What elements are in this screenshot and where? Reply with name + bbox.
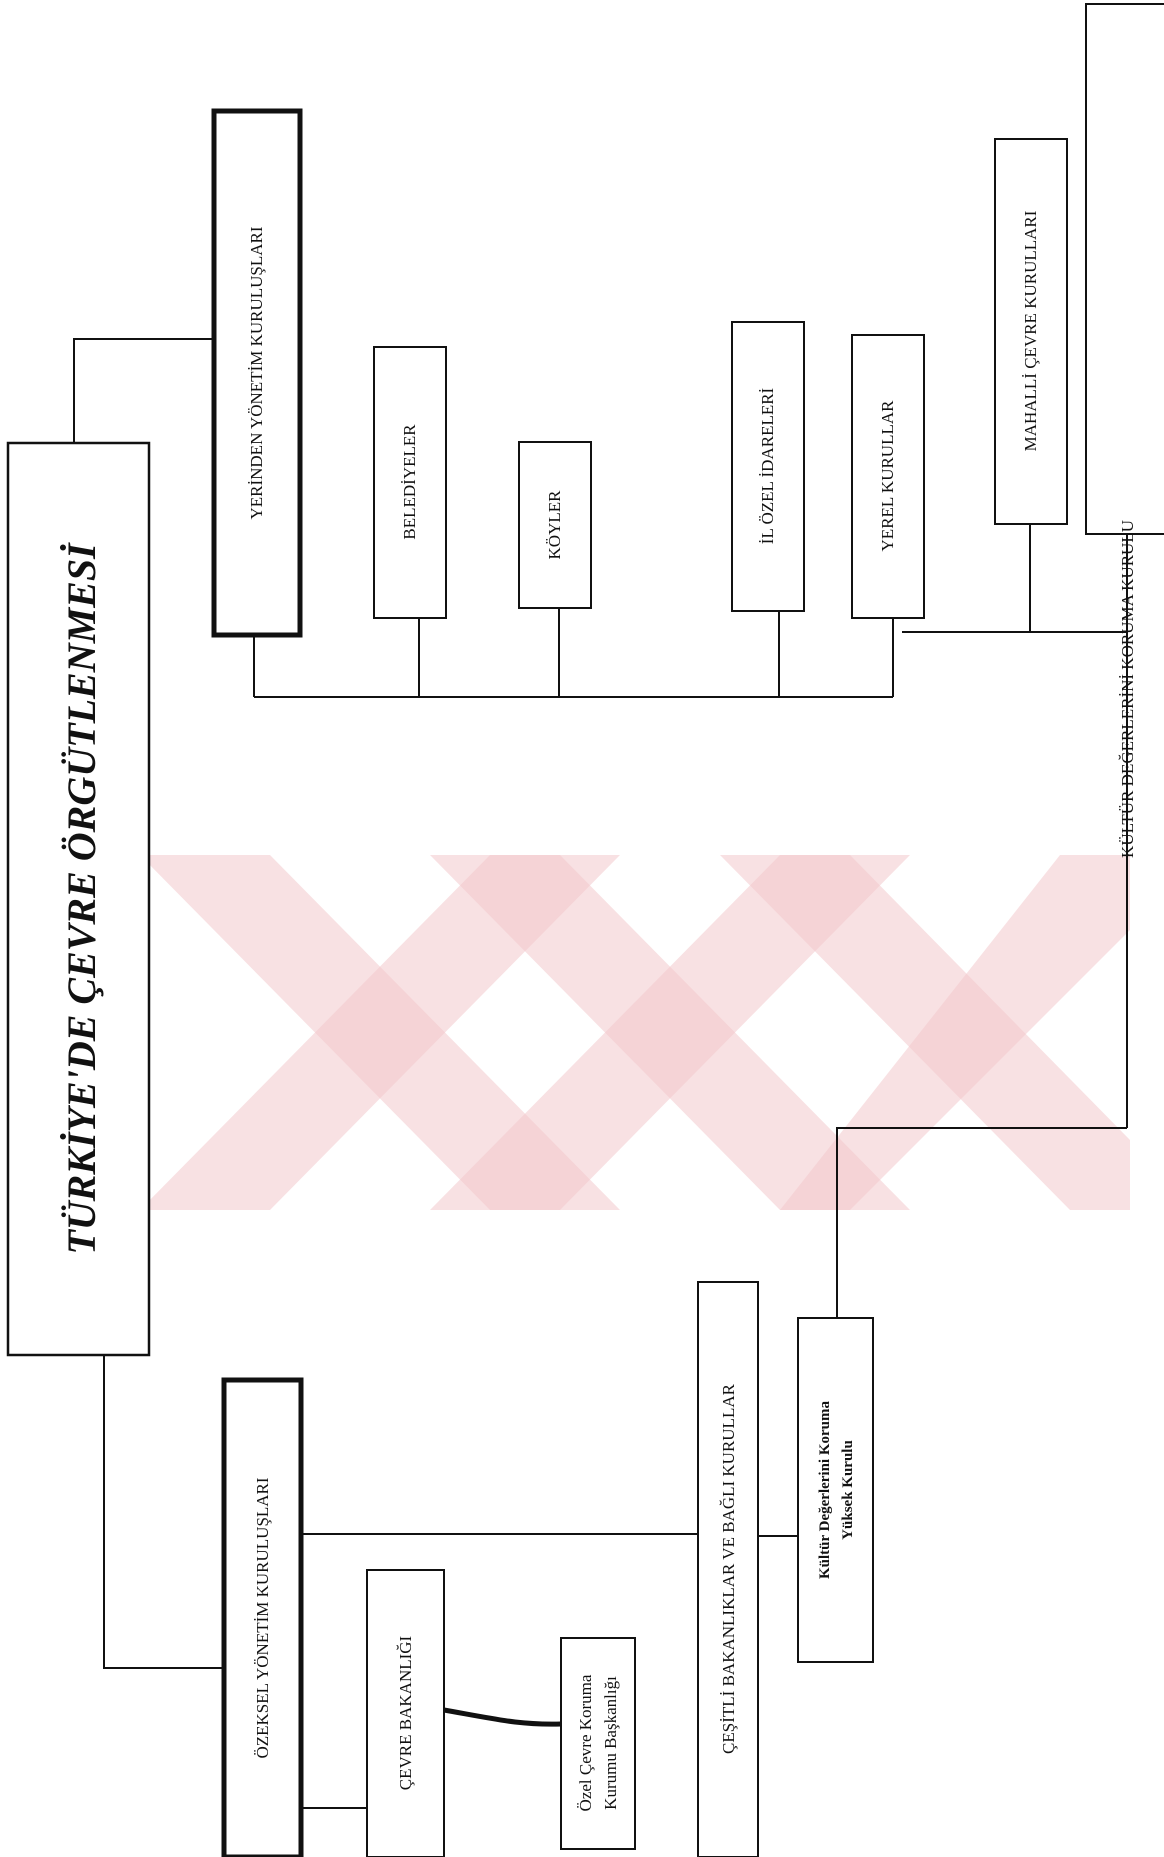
node-yerel-label: YEREL KURULLAR bbox=[878, 400, 897, 552]
connector-lines bbox=[73, 338, 1128, 1809]
node-mahalli-label: MAHALLİ ÇEVRE KURULLARI bbox=[1021, 210, 1040, 451]
node-kultur-yuksek-kurulu: Kültür Değerlerini Koruma Yüksek Kurulu bbox=[797, 1317, 874, 1663]
node-ozel-cevre-koruma: Özel Çevre Koruma Kurumu Başkanlığı bbox=[560, 1637, 636, 1850]
node-kultur-yuksek-line1: Kültür Değerlerini Koruma bbox=[817, 1400, 833, 1579]
node-belediyeler: BELEDİYELER bbox=[373, 346, 447, 619]
title-box: TÜRKİYE'DE ÇEVRE ÖRGÜTLENMESİ bbox=[6, 441, 151, 1357]
node-il-ozel-idareleri: İL ÖZEL İDARELERİ bbox=[731, 321, 805, 612]
title-text: TÜRKİYE'DE ÇEVRE ÖRGÜTLENMESİ bbox=[59, 542, 104, 1255]
node-ozeksel-label: ÖZEKSEL YÖNETİM KURULUŞLARI bbox=[253, 1477, 272, 1758]
node-il-ozel-label: İL ÖZEL İDARELERİ bbox=[758, 387, 777, 544]
node-yerel-kurullar: YEREL KURULLAR bbox=[851, 334, 925, 619]
node-koyler-label: KÖYLER bbox=[545, 490, 564, 560]
node-ozel-cevre-line2: Kurumu Başkanlığı bbox=[601, 1676, 620, 1810]
node-yerinden-yonetim: YERİNDEN YÖNETİM KURULUŞLARI bbox=[211, 108, 303, 638]
node-cesitli-label: ÇEŞİTLİ BAKANLIKLAR VE BAĞLI KURULLAR bbox=[719, 1383, 738, 1754]
node-belediyeler-label: BELEDİYELER bbox=[400, 424, 419, 540]
node-ozeksel-yonetim: ÖZEKSEL YÖNETİM KURULUŞLARI bbox=[221, 1377, 304, 1857]
node-mahalli-cevre-kurullari: MAHALLİ ÇEVRE KURULLARI bbox=[994, 138, 1068, 525]
node-cevre-bak-label: ÇEVRE BAKANLIĞI bbox=[396, 1635, 415, 1790]
node-ozel-cevre-line1: Özel Çevre Koruma bbox=[576, 1674, 595, 1811]
node-cesitli-bakanliklar: ÇEŞİTLİ BAKANLIKLAR VE BAĞLI KURULLAR bbox=[697, 1281, 759, 1857]
node-kultur-kurulu-label: KÜLTÜR DEĞERLERİNİ KORUMA KURULU bbox=[1118, 520, 1137, 858]
node-kultur-yuksek-line2: Yüksek Kurulu bbox=[840, 1440, 856, 1540]
node-kultur-koruma-kurulu: KÜLTÜR DEĞERLERİNİ KORUMA KURULU bbox=[1085, 3, 1164, 858]
watermark-logo bbox=[140, 855, 1130, 1210]
node-cevre-bakanligi: ÇEVRE BAKANLIĞI bbox=[366, 1569, 445, 1857]
node-yerinden-label: YERİNDEN YÖNETİM KURULUŞLARI bbox=[247, 226, 266, 519]
node-koyler: KÖYLER bbox=[518, 441, 592, 609]
